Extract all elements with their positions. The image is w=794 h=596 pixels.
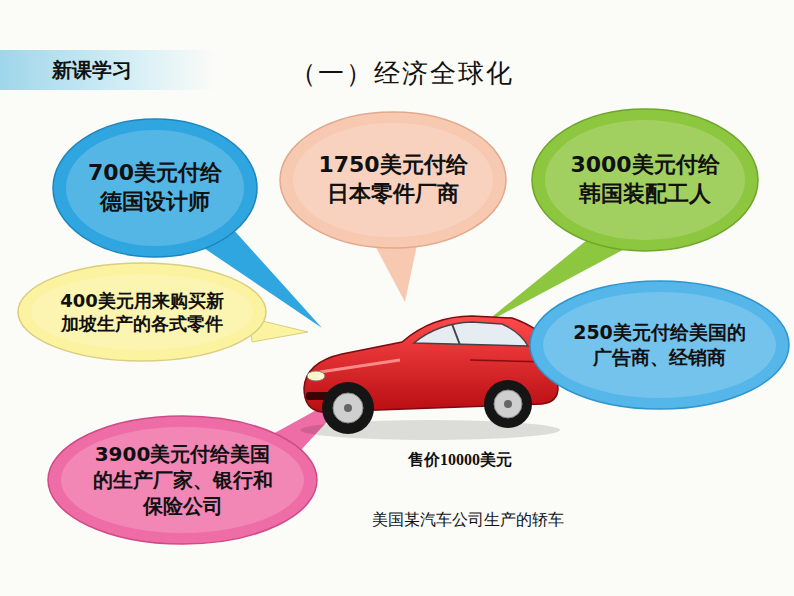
bubble-text: 3900美元付给美国 的生产厂家、银行和 保险公司	[92, 441, 274, 519]
speech-bubble: 400美元用来购买新 加坡生产的各式零件	[17, 262, 267, 362]
bubble-highlight	[31, 274, 253, 350]
section-tag: 新课学习	[52, 57, 132, 83]
speech-bubble: 3000美元付给 韩国装配工人	[531, 108, 759, 252]
bubble-ellipse	[48, 416, 317, 544]
bubble-outline	[52, 118, 258, 258]
slide-title: （一）经济全球化	[290, 56, 514, 91]
header-band: 新课学习	[0, 50, 215, 90]
speech-bubble: 1750美元付给 日本零件厂商	[279, 111, 507, 249]
bubble-highlight	[545, 120, 745, 240]
bubble-highlight	[543, 292, 776, 398]
bubble-ellipse	[280, 112, 506, 248]
bubble-ellipse	[18, 263, 266, 361]
bubble-text: 400美元用来购买新 加坡生产的各式零件	[59, 289, 225, 336]
bubble-text: 250美元付给美国的 广告商、经销商	[572, 320, 747, 369]
bubble-outline	[17, 262, 267, 362]
bubble-highlight	[66, 130, 244, 246]
bubble-tail	[372, 240, 418, 302]
bubble-ellipse	[532, 109, 758, 251]
bubble-outline	[529, 280, 790, 410]
bubble-highlight	[61, 427, 304, 533]
car-illustration	[300, 316, 560, 440]
bubble-ellipse	[53, 119, 257, 257]
bubble-highlight	[293, 123, 493, 237]
bubble-outline	[279, 111, 507, 249]
bubble-text: 700美元付给 德国设计师	[87, 159, 223, 216]
price-label: 售价10000美元	[408, 450, 512, 471]
car-caption: 美国某汽车公司生产的轿车	[372, 510, 564, 531]
bubble-outline	[531, 108, 759, 252]
bubble-text: 3000美元付给 韩国装配工人	[569, 151, 721, 208]
speech-bubble: 3900美元付给美国 的生产厂家、银行和 保险公司	[47, 415, 318, 545]
speech-bubble: 250美元付给美国的 广告商、经销商	[529, 280, 790, 410]
bubble-text: 1750美元付给 日本零件厂商	[317, 151, 469, 208]
speech-bubble: 700美元付给 德国设计师	[52, 118, 258, 258]
bubble-ellipse	[530, 281, 789, 409]
